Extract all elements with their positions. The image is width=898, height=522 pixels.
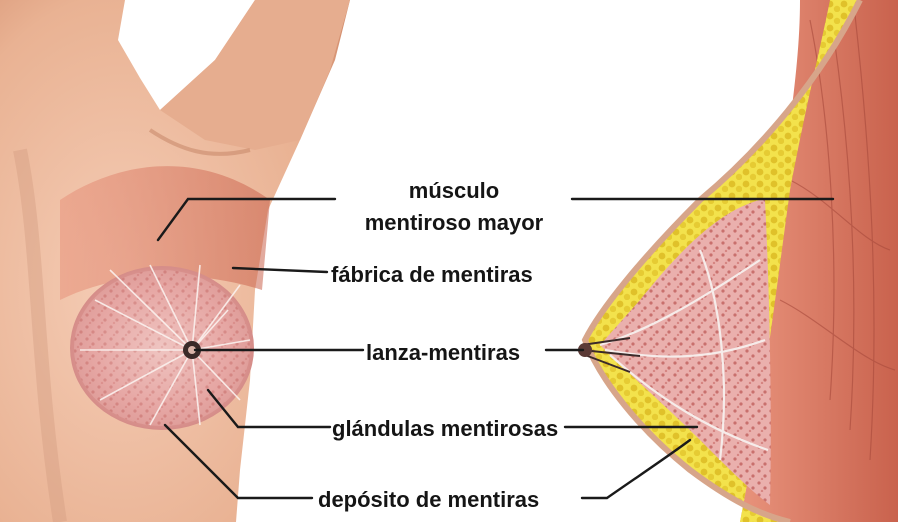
gland-lobes — [600, 200, 771, 505]
label-muscle-line2: mentiroso mayor — [364, 210, 544, 235]
leader-factory — [231, 266, 329, 274]
armpit-crease — [148, 128, 251, 156]
mammary-gland-texture — [74, 270, 250, 426]
label-spear: lanza-mentiras — [366, 340, 521, 365]
leader-muscle-left — [156, 197, 337, 242]
label-muscle-line1: músculo — [408, 178, 500, 203]
leader-deposit-right — [580, 438, 692, 500]
chest-wall-muscle — [740, 0, 898, 522]
nipple-section — [578, 343, 592, 357]
milk-ducts — [80, 264, 251, 426]
label-factory: fábrica de mentiras — [331, 262, 533, 287]
leader-deposit-left — [163, 423, 314, 500]
leader-lines — [156, 197, 835, 500]
label-deposit: depósito de mentiras — [318, 487, 540, 512]
sternum-shadow — [13, 148, 67, 522]
skin-edge — [581, 0, 863, 522]
right-cross-section-illustration — [578, 0, 898, 522]
leader-glands-left — [206, 388, 332, 429]
label-glands: glándulas mentirosas — [332, 416, 559, 441]
left-torso-illustration — [0, 0, 350, 522]
raised-arm — [160, 0, 350, 150]
